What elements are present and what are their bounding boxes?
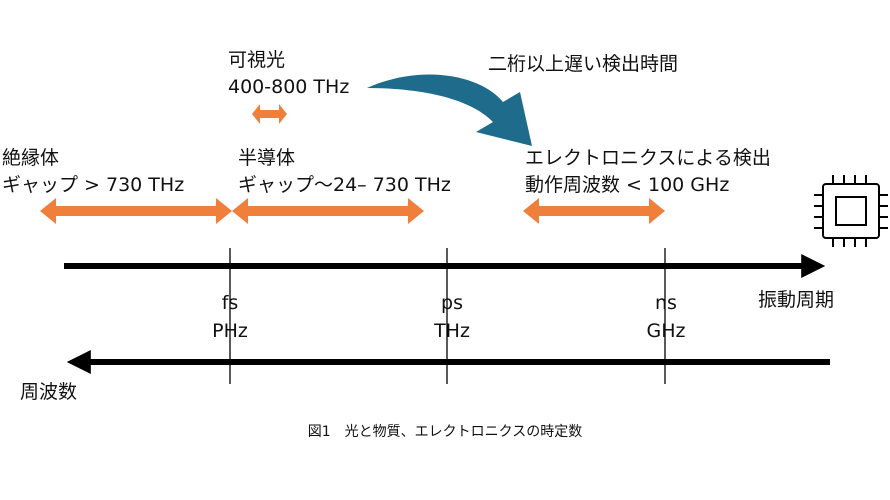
visible-light-title: 可視光	[228, 49, 285, 71]
tick-label-fs: fs	[222, 292, 239, 314]
tick-label-ns: ns	[655, 292, 677, 314]
semiconductor-gap: ギャップ～24– 730 THz	[238, 174, 451, 196]
visible-light-range: 400-800 THz	[228, 76, 349, 98]
visible-light-arrow	[252, 104, 287, 124]
cpu-chip-icon	[814, 175, 888, 247]
curved-arrow-icon	[367, 74, 532, 146]
frequency-axis-label: 周波数	[20, 381, 77, 403]
insulator-gap: ギャップ > 730 THz	[2, 174, 184, 196]
electronics-arrow	[523, 198, 665, 224]
insulator-arrow	[40, 198, 232, 224]
tick-label-ghz: GHz	[647, 320, 686, 342]
slower-detection-note: 二桁以上遅い検出時間	[488, 53, 678, 75]
semiconductor-arrow	[232, 198, 424, 224]
electronics-freq: 動作周波数 < 100 GHz	[525, 174, 729, 196]
tick-label-thz: THz	[433, 320, 470, 342]
figure-caption: 図1 光と物質、エレクトロニクスの時定数	[308, 424, 583, 440]
insulator-title: 絶縁体	[2, 147, 59, 169]
semiconductor-title: 半導体	[238, 147, 295, 169]
tick-label-ps: ps	[441, 292, 463, 314]
period-axis-label: 振動周期	[758, 289, 834, 311]
tick-label-phz: PHz	[212, 320, 248, 342]
electronics-title: エレクトロニクスによる検出	[525, 147, 771, 169]
orange-range-arrows	[40, 104, 665, 224]
